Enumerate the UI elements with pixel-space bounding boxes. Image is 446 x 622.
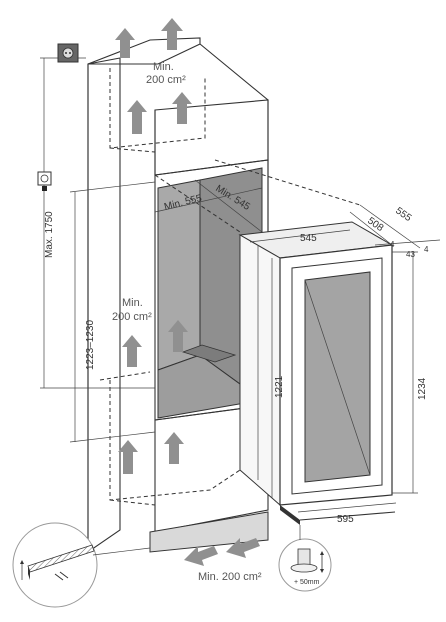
wall-switch-icon <box>37 171 52 191</box>
side-arrow-1 <box>122 335 142 367</box>
top-vent-label-1: Min. <box>153 61 174 73</box>
door-frame <box>291 257 383 495</box>
max-height-label: Max. 1750 <box>44 211 55 258</box>
appliance <box>238 221 396 525</box>
upper-arrow-left <box>127 100 147 134</box>
top-vent-label-2: 200 cm² <box>146 74 186 86</box>
bottom-vent-label: Min. 200 cm² <box>198 571 262 583</box>
hinge-gap-label: + <box>294 579 298 586</box>
hinge-gap-value: 50mm <box>300 579 320 586</box>
height-1221-label: 1221 <box>274 375 285 398</box>
vent-arrows <box>115 18 260 566</box>
side-arrow-2 <box>168 320 188 352</box>
upper-arrow-right <box>172 92 192 124</box>
bottom-arrow-2 <box>226 538 260 558</box>
top-arrow-right <box>161 18 183 50</box>
cabinet-left-panel <box>87 57 121 554</box>
cabinet-top <box>87 37 201 65</box>
bottom-arrow-1 <box>184 546 218 566</box>
lower-arrow-left <box>118 440 138 474</box>
height-1234-label: 1234 <box>417 377 428 400</box>
gap-43-label: 43 <box>406 250 415 259</box>
width-595-line <box>297 502 397 513</box>
top-arrow-left <box>115 28 135 58</box>
appliance-side <box>239 234 281 507</box>
lower-arrow-right <box>164 432 184 464</box>
gap-4b-label: 4 <box>424 245 429 254</box>
side-vent-label-1: Min. <box>122 297 143 309</box>
hinge-detail: + 50mm <box>278 525 332 592</box>
gap-4a-label: 4 <box>390 240 395 249</box>
side-vent-label-2: 200 cm² <box>112 311 152 323</box>
depth-555-line <box>359 204 421 249</box>
width-545-label: 545 <box>300 233 317 244</box>
niche-depth-line <box>154 187 263 213</box>
depth-555-label: 555 <box>393 205 413 224</box>
niche-height-label: 1223–1230 <box>85 320 96 370</box>
power-socket-icon <box>57 43 79 63</box>
width-595-label: 595 <box>337 514 354 525</box>
dimension-lines <box>40 57 441 513</box>
cabinet-lower-box <box>154 404 269 533</box>
depth-508-line <box>349 211 393 246</box>
vent-grille-detail <box>12 522 151 608</box>
width-545-line <box>249 229 351 243</box>
cabinet-upper-box <box>154 99 269 176</box>
